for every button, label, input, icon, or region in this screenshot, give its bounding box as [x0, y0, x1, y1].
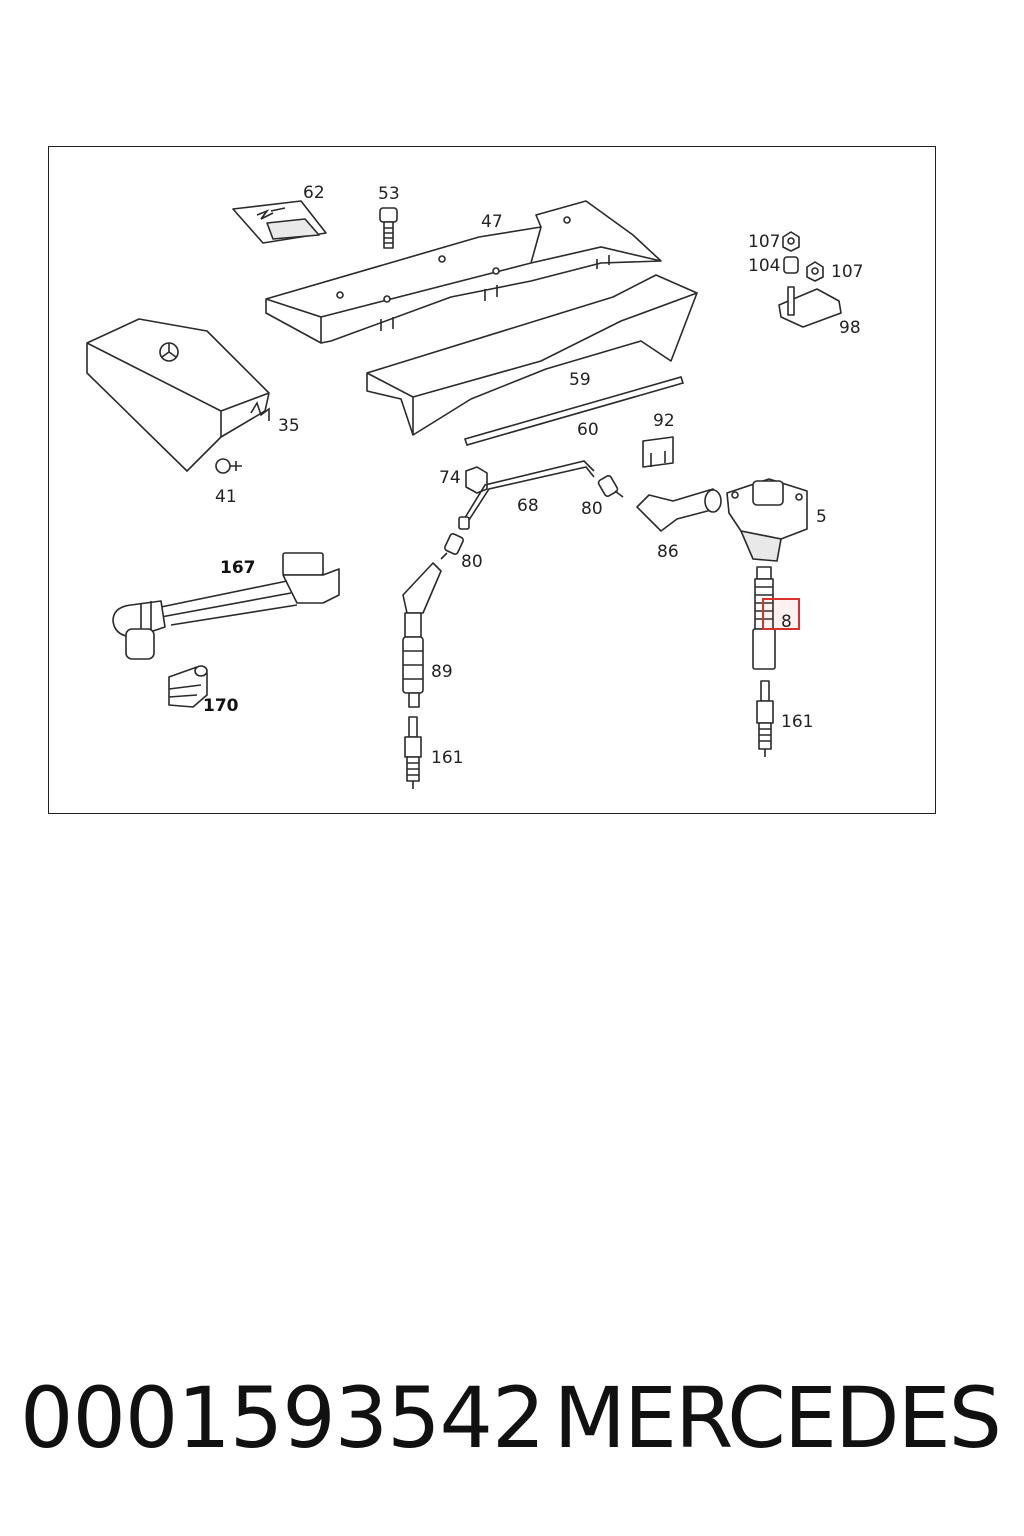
label-161-right: 161 [781, 712, 813, 732]
label-107-lower: 107 [831, 262, 863, 282]
part-80-connector-left[interactable] [440, 533, 464, 560]
parts-diagram-frame: 62 53 47 107 104 107 98 59 35 60 92 41 7… [48, 146, 936, 814]
label-53: 53 [378, 184, 400, 204]
part-74-holder[interactable] [465, 466, 488, 494]
label-104: 104 [748, 256, 780, 276]
part-89-spark-plug-boot[interactable] [402, 562, 442, 708]
part-53-bolt[interactable] [379, 207, 398, 249]
highlight-box-part-8 [762, 598, 800, 630]
part-86-angled-connector[interactable] [636, 488, 722, 532]
label-107-upper: 107 [748, 232, 780, 252]
product-caption: 0001593542 MERCEDES [0, 1368, 1024, 1478]
label-68: 68 [517, 496, 539, 516]
label-80-left: 80 [461, 552, 483, 572]
part-35-engine-cover[interactable] [86, 318, 270, 472]
label-92: 92 [653, 411, 675, 431]
part-60-seal-strip[interactable] [463, 376, 685, 446]
part-170-connector[interactable] [168, 665, 208, 708]
part-59-lower-cover[interactable] [366, 274, 698, 436]
part-92-clip[interactable] [642, 436, 674, 468]
label-98: 98 [839, 318, 861, 338]
part-161-spark-plug-right[interactable] [756, 680, 774, 757]
part-number: 0001593542 [20, 1369, 545, 1467]
label-161-left: 161 [431, 748, 463, 768]
label-5: 5 [816, 507, 827, 527]
part-98-bracket[interactable] [778, 286, 842, 328]
label-35: 35 [278, 416, 300, 436]
label-60: 60 [577, 420, 599, 440]
label-86: 86 [657, 542, 679, 562]
part-107-nut-lower[interactable] [806, 261, 824, 282]
part-5-ignition-coil[interactable] [726, 478, 808, 562]
part-47-upper-cover[interactable] [265, 200, 662, 344]
part-104-spacer[interactable] [783, 256, 799, 274]
brand-name: MERCEDES [553, 1369, 1002, 1467]
label-167: 167 [220, 558, 256, 578]
label-74: 74 [439, 468, 461, 488]
parts-diagram: 62 53 47 107 104 107 98 59 35 60 92 41 7… [86, 183, 863, 789]
part-167-cable-assembly[interactable] [112, 552, 340, 660]
label-41: 41 [215, 487, 237, 507]
label-89: 89 [431, 662, 453, 682]
part-41-clip[interactable] [215, 458, 242, 474]
label-80-right: 80 [581, 499, 603, 519]
label-170: 170 [203, 696, 239, 716]
part-68-ignition-lead[interactable] [458, 460, 595, 530]
label-59: 59 [569, 370, 591, 390]
part-107-nut-upper[interactable] [782, 231, 800, 252]
label-8: 8 [781, 612, 792, 632]
part-80-connector-right[interactable] [597, 475, 624, 498]
part-62-label-plate[interactable] [232, 200, 327, 244]
label-62: 62 [303, 183, 325, 203]
label-47: 47 [481, 212, 503, 232]
part-161-spark-plug-left[interactable] [404, 716, 422, 789]
